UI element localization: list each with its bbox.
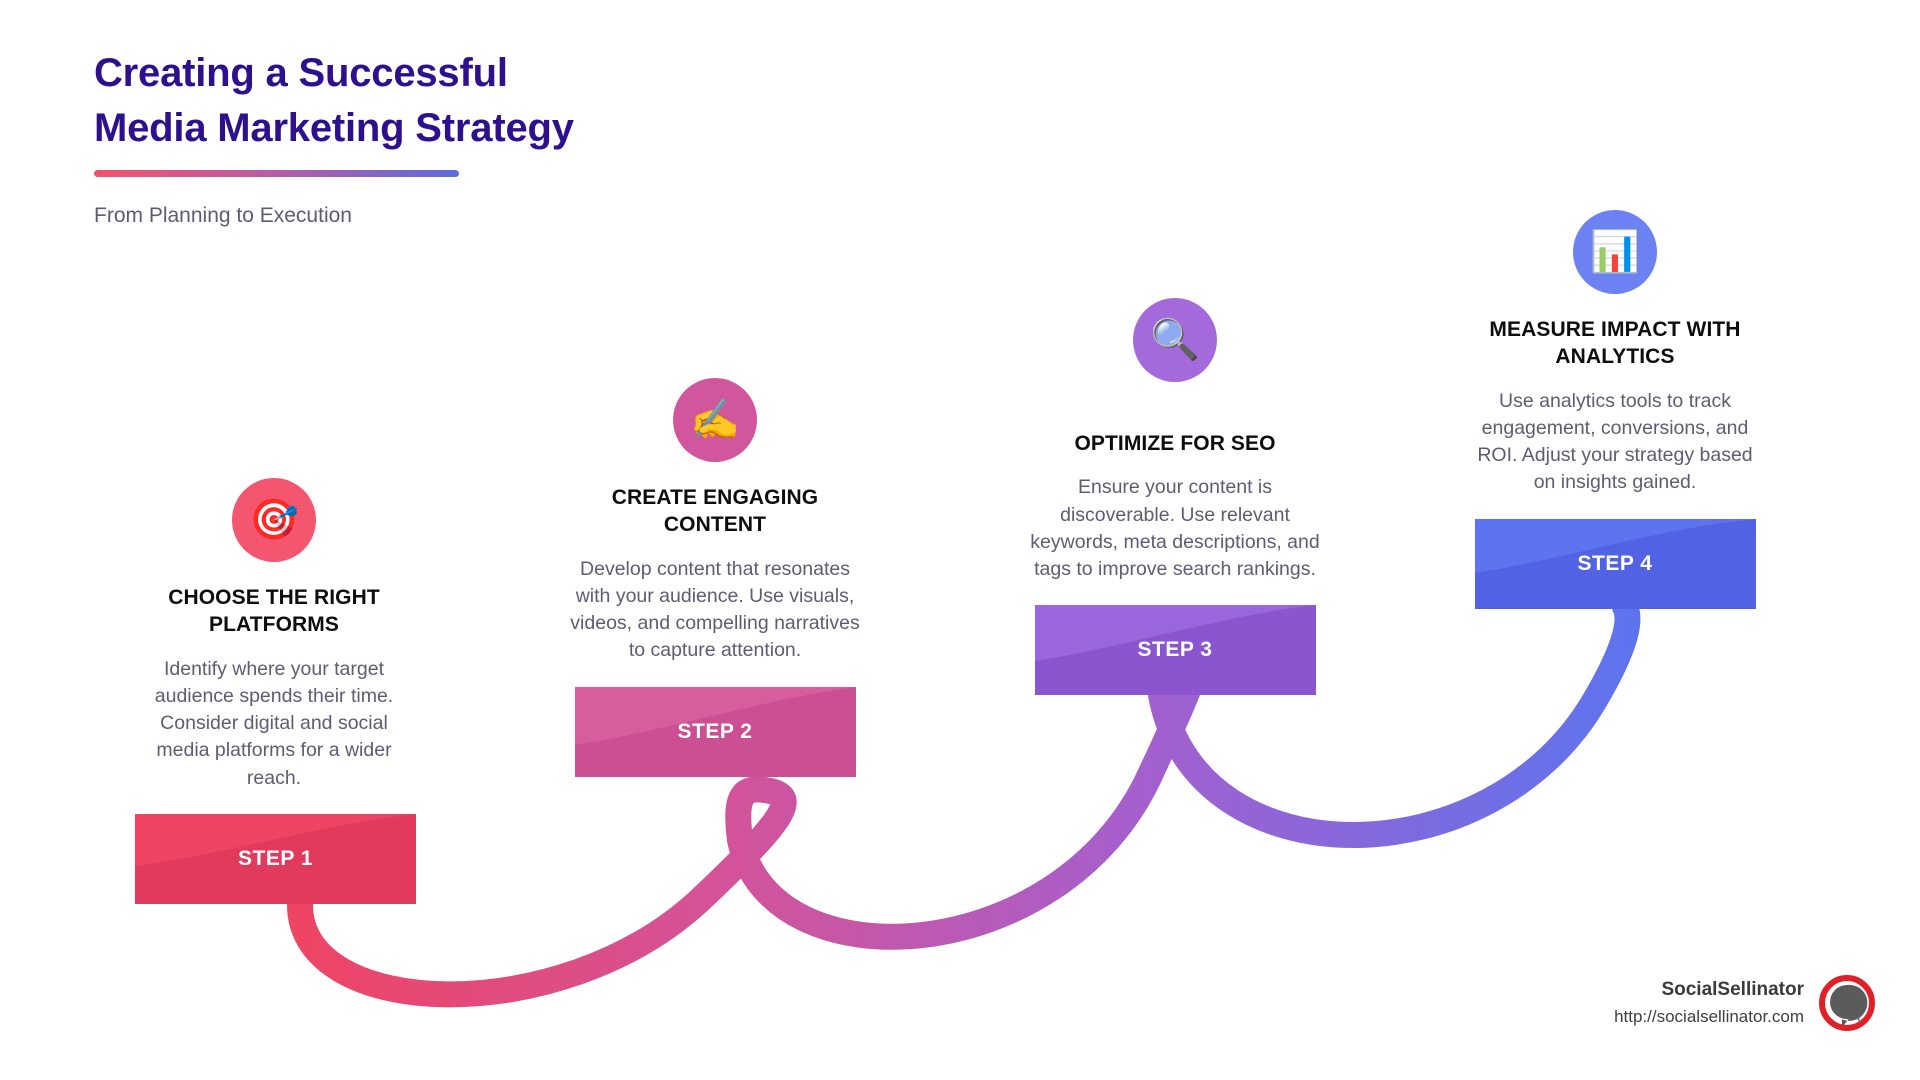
brand-name: SocialSellinator [1661, 979, 1804, 1001]
step-3-banner[interactable]: STEP 3 [1034, 605, 1316, 696]
step-3-banner-label: STEP 3 [1137, 638, 1213, 662]
step-1-banner-label: STEP 1 [238, 847, 313, 871]
step-2-banner-label: STEP 2 [677, 719, 753, 743]
header: Creating a Successful Media Marketing St… [94, 46, 794, 229]
step-2-icon-circle: ✍️ [673, 378, 757, 462]
step-4-icon-circle: 📊 [1573, 210, 1657, 294]
step-1: 🎯 CHOOSE THE RIGHT PLATFORMS Identify wh… [135, 478, 416, 905]
step-4-banner[interactable]: STEP 4 [1474, 518, 1756, 609]
step-1-icon-circle: 🎯 [232, 478, 316, 562]
page-subtitle: From Planning to Execution [94, 203, 352, 227]
writing-hand-icon: ✍️ [690, 398, 740, 442]
step-1-description: Identify where your target audience spen… [154, 657, 394, 789]
step-2-title: CREATE ENGAGING CONTENT [611, 486, 819, 537]
step-4-banner-label: STEP 4 [1577, 551, 1653, 575]
bar-chart-icon: 📊 [1590, 230, 1640, 274]
step-4-title: MEASURE IMPACT WITH ANALYTICS [1489, 318, 1741, 369]
step-4-description: Use analytics tools to track engagement,… [1477, 389, 1753, 494]
step-1-title: CHOOSE THE RIGHT PLATFORMS [168, 586, 380, 637]
brand-text-block: SocialSellinator http://socialsellinator… [1614, 977, 1804, 1029]
step-3-title: OPTIMIZE FOR SEO [1074, 432, 1276, 455]
step-3-icon-circle: 🔍 [1133, 298, 1217, 382]
brand-footer: SocialSellinator http://socialsellinator… [1614, 974, 1876, 1032]
step-2-banner[interactable]: STEP 2 [574, 686, 856, 777]
title-divider [94, 169, 459, 177]
step-4: 📊 MEASURE IMPACT WITH ANALYTICS Use anal… [1470, 210, 1760, 609]
step-3-description: Ensure your content is discoverable. Use… [1030, 476, 1320, 581]
step-3: 🔍 OPTIMIZE FOR SEO Ensure your content i… [1030, 298, 1320, 696]
direct-hit-target-icon: 🎯 [249, 498, 299, 542]
page-title-line-1: Creating a Successful [94, 51, 508, 95]
page-title-line-2: Media Marketing Strategy [94, 105, 574, 150]
magnifying-glass-icon: 🔍 [1150, 318, 1200, 362]
step-2: ✍️ CREATE ENGAGING CONTENT Develop conte… [570, 378, 860, 777]
step-2-description: Develop content that resonates with your… [570, 557, 860, 662]
brand-url[interactable]: http://socialsellinator.com [1614, 1006, 1804, 1026]
step-1-banner[interactable]: STEP 1 [135, 814, 416, 905]
socialsellinator-logo-icon [1819, 975, 1875, 1031]
